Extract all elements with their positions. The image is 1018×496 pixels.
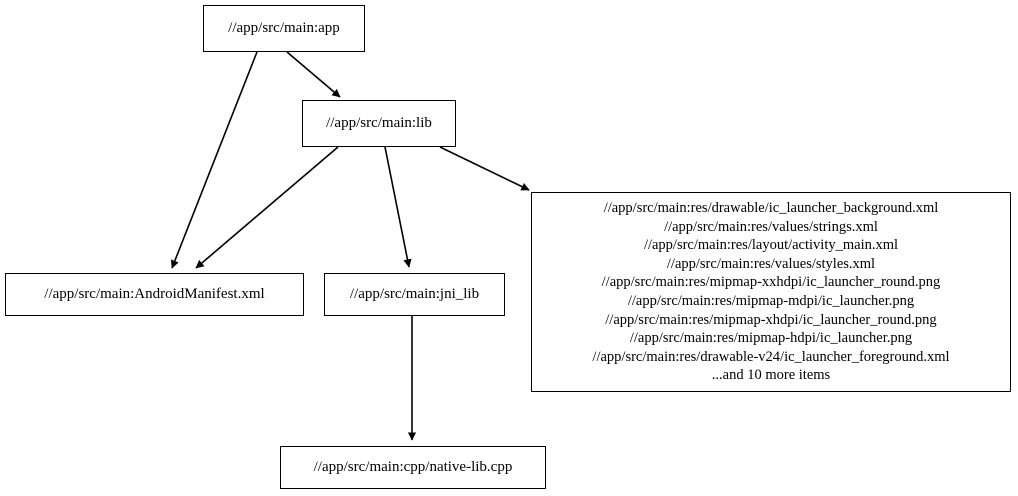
node-native-lib-cpp-label: //app/src/main:cpp/native-lib.cpp — [313, 459, 513, 475]
edge-app-to-android-manifest — [170, 51, 258, 269]
node-lib-label: //app/src/main:lib — [326, 115, 432, 131]
node-app-label: //app/src/main:app — [228, 20, 340, 36]
edge-app-to-lib — [286, 51, 341, 98]
node-resources[interactable]: //app/src/main:res/drawable/ic_launcher_… — [531, 192, 1011, 392]
node-jni-lib-label: //app/src/main:jni_lib — [349, 286, 480, 302]
node-resources-label: //app/src/main:res/drawable/ic_launcher_… — [592, 200, 950, 384]
node-lib[interactable]: //app/src/main:lib — [302, 100, 456, 147]
node-native-lib-cpp[interactable]: //app/src/main:cpp/native-lib.cpp — [280, 446, 546, 489]
node-jni-lib[interactable]: //app/src/main:jni_lib — [324, 273, 505, 316]
edge-lib-to-resources — [439, 146, 530, 191]
node-android-manifest[interactable]: //app/src/main:AndroidManifest.xml — [5, 273, 304, 316]
edge-lib-to-android-manifest — [195, 146, 339, 269]
node-android-manifest-label: //app/src/main:AndroidManifest.xml — [44, 286, 265, 302]
edge-lib-to-jni-lib — [384, 146, 412, 268]
node-app[interactable]: //app/src/main:app — [203, 5, 365, 52]
